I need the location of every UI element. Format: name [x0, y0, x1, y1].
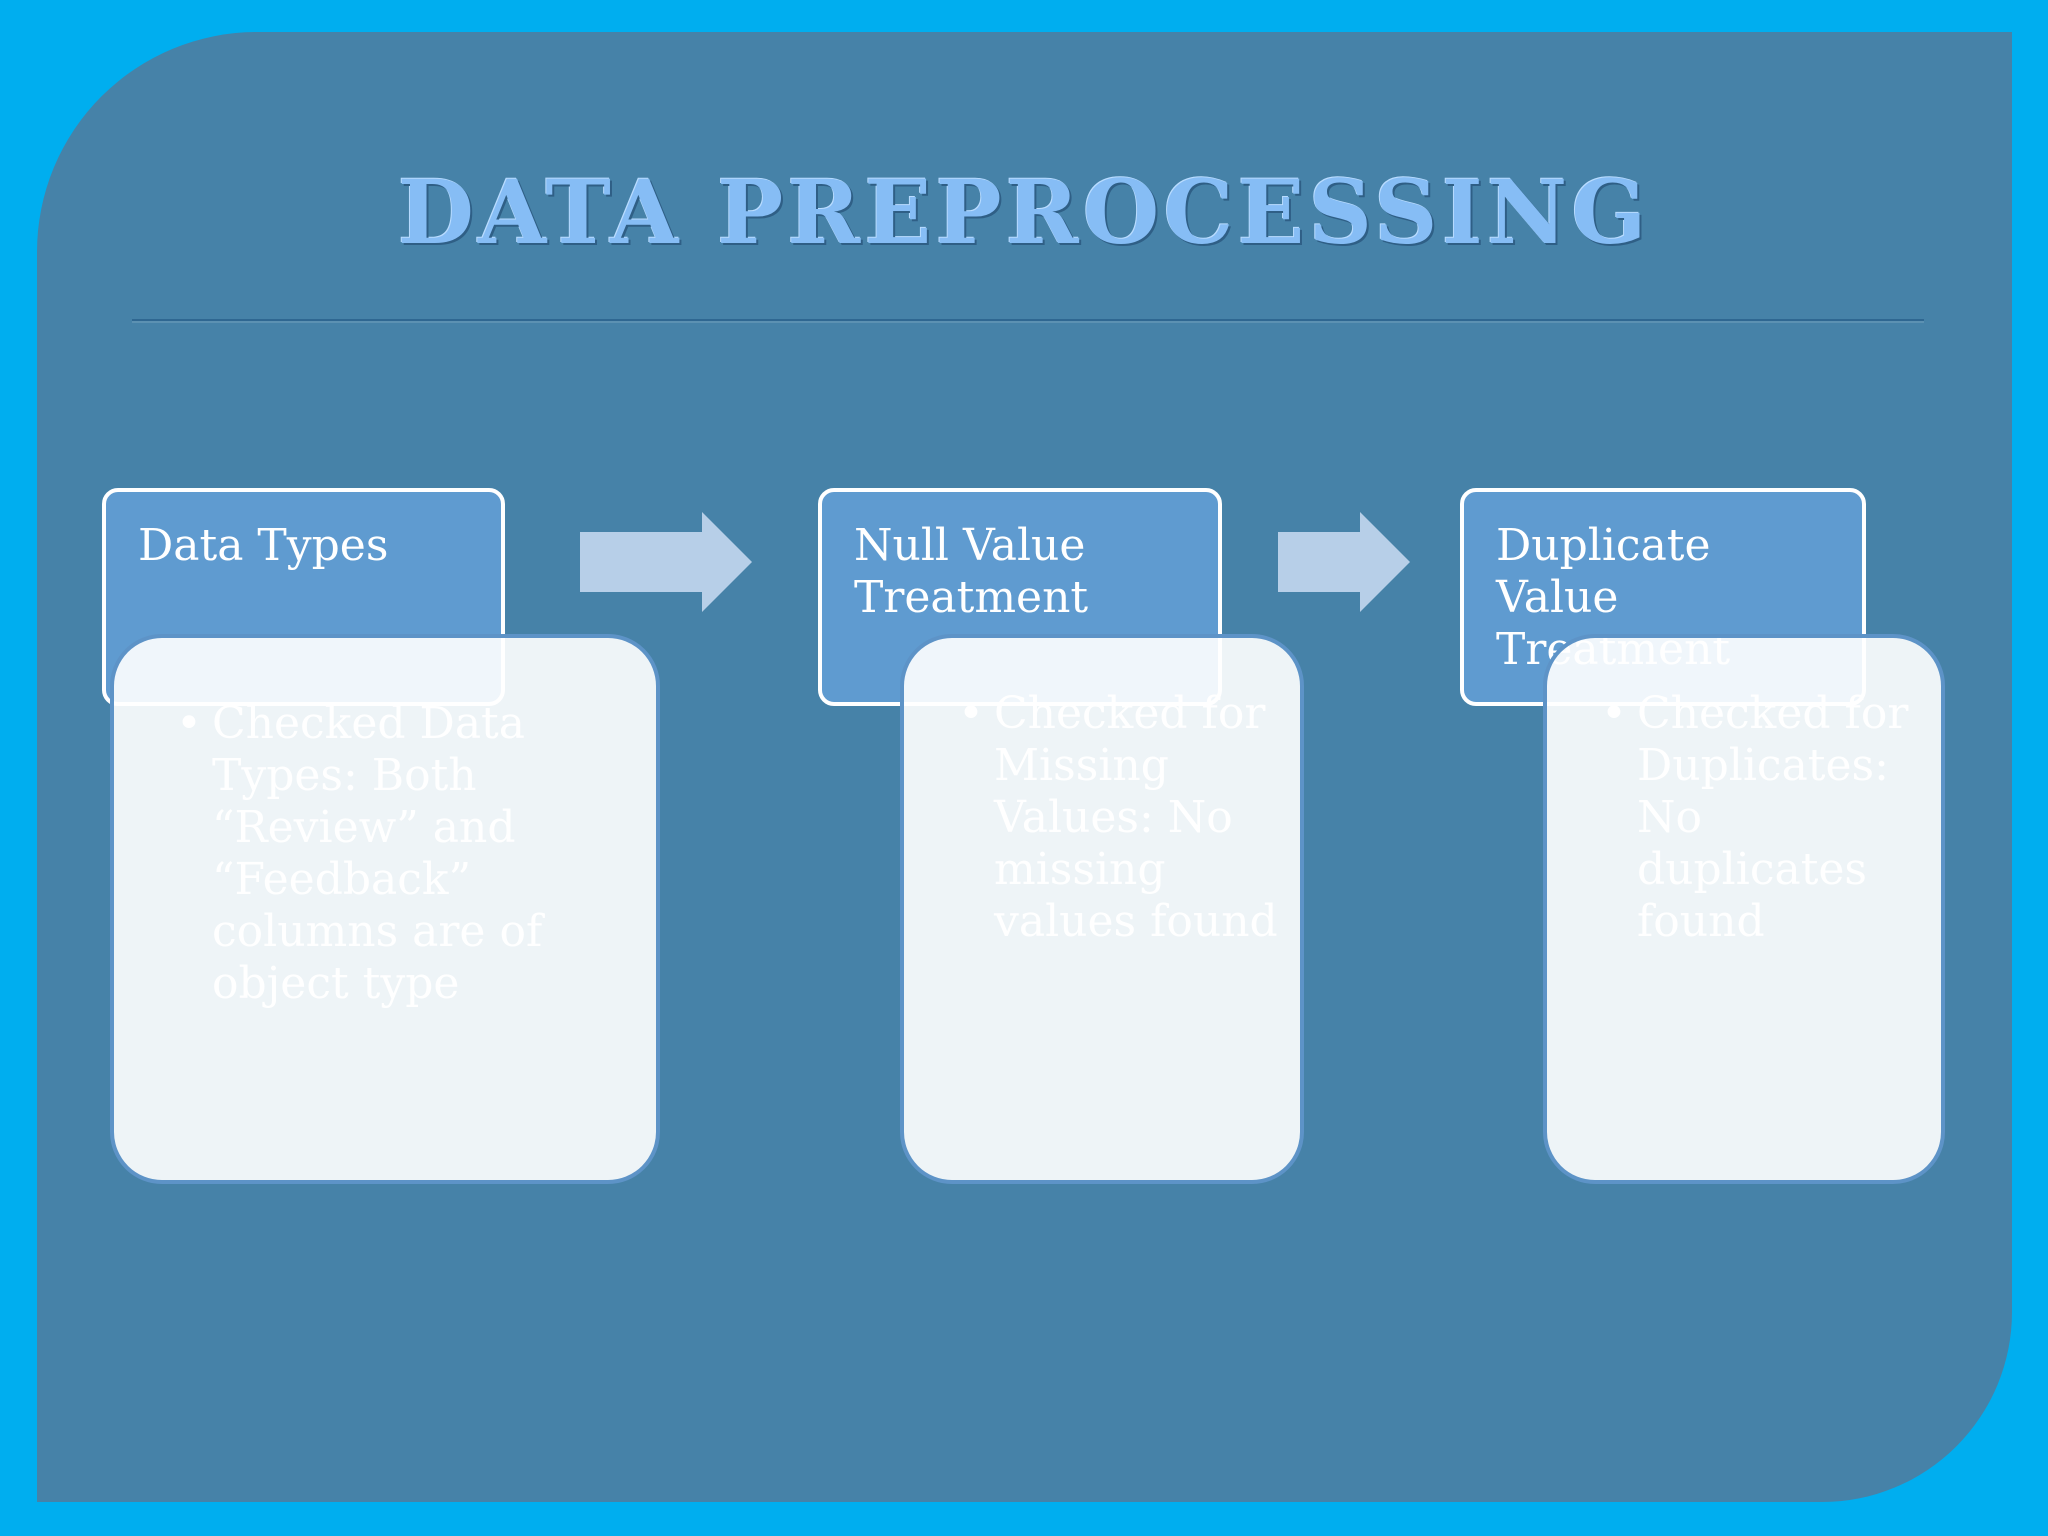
- slide-title: DATA PREPROCESSING: [397, 160, 1651, 264]
- bullet-icon: •: [176, 698, 202, 749]
- detail-list: • Checked Data Types: Both “Review” and …: [176, 698, 626, 1010]
- detail-text: Checked Data Types: Both “Review” and “F…: [212, 698, 543, 1009]
- detail-text: Checked for Missing Values: No missing v…: [994, 688, 1278, 947]
- step-label: Null Value Treatment: [854, 520, 1089, 623]
- detail-list-item: • Checked for Duplicates: No duplicates …: [1601, 688, 1921, 948]
- detail-text: Checked for Duplicates: No duplicates fo…: [1637, 688, 1909, 947]
- arrow-right-icon: [1278, 512, 1410, 612]
- step-null-value-detail-card: • Checked for Missing Values: No missing…: [900, 634, 1304, 1184]
- arrow-right-icon: [580, 512, 752, 612]
- title-divider: [132, 319, 1924, 321]
- step-label: Data Types: [138, 520, 389, 571]
- bullet-icon: •: [1601, 688, 1627, 739]
- step-data-types-detail-card: • Checked Data Types: Both “Review” and …: [110, 634, 660, 1184]
- detail-list-item: • Checked Data Types: Both “Review” and …: [176, 698, 626, 1010]
- detail-list-item: • Checked for Missing Values: No missing…: [958, 688, 1280, 948]
- detail-list: • Checked for Missing Values: No missing…: [958, 688, 1280, 948]
- step-duplicate-value-detail-card: • Checked for Duplicates: No duplicates …: [1543, 634, 1945, 1184]
- bullet-icon: •: [958, 688, 984, 739]
- detail-list: • Checked for Duplicates: No duplicates …: [1601, 688, 1921, 948]
